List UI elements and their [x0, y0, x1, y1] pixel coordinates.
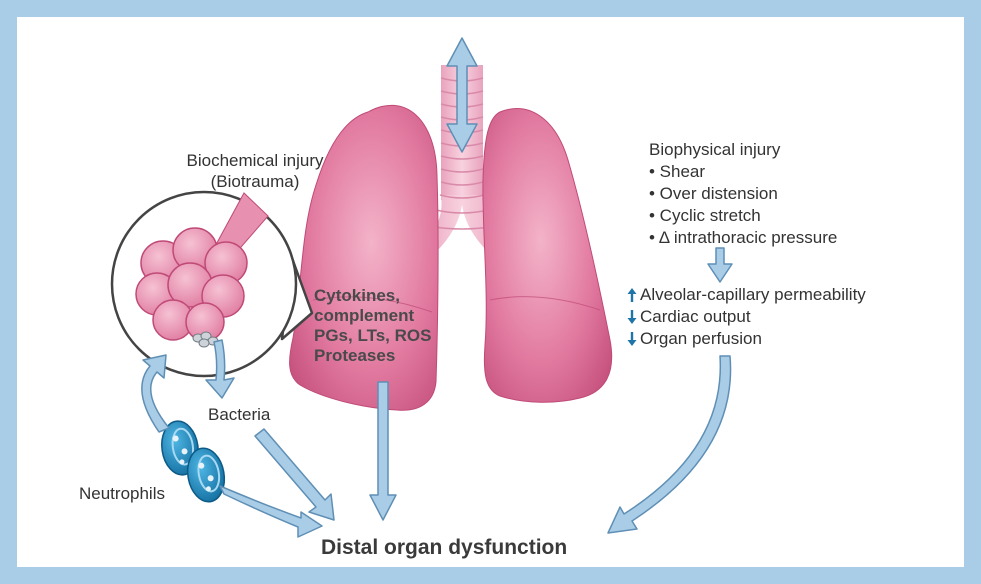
- biophysical-item-cyclic-stretch: • Cyclic stretch: [649, 205, 837, 227]
- up-arrow-icon: [627, 287, 637, 303]
- right-lung: [483, 109, 612, 403]
- effect-organ-perfusion-text: Organ perfusion: [640, 328, 762, 350]
- down-arrow-icon: [627, 331, 637, 347]
- mediator-proteases: Proteases: [314, 346, 431, 366]
- neutrophil-cells: [158, 419, 228, 505]
- biophysical-item-intrathoracic-pressure: • Δ intrathoracic pressure: [649, 227, 837, 249]
- biochemical-injury-label: Biochemical injury (Biotrauma): [167, 150, 343, 192]
- biophysical-down-arrow: [708, 248, 732, 282]
- distal-organ-dysfunction-label: Distal organ dysfunction: [321, 535, 567, 561]
- biophysical-injury-title: Biophysical injury: [649, 139, 837, 161]
- down-arrow-icon: [627, 309, 637, 325]
- biochemical-injury-line2: (Biotrauma): [167, 171, 343, 192]
- neutrophils-recruit-arrow: [142, 355, 169, 432]
- systemic-effects-list: Alveolar-capillary permeability Cardiac …: [627, 284, 866, 350]
- mediator-complement: complement: [314, 306, 431, 326]
- biophysical-to-outcome-arrow: [608, 356, 731, 533]
- bacteria-label: Bacteria: [208, 404, 270, 425]
- mediator-pgs-lts-ros: PGs, LTs, ROS: [314, 326, 431, 346]
- neutrophils-label: Neutrophils: [79, 483, 165, 504]
- mediators-label: Cytokines, complement PGs, LTs, ROS Prot…: [314, 286, 431, 366]
- biochemical-injury-line1: Biochemical injury: [167, 150, 343, 171]
- alveolus-magnified: [112, 192, 296, 376]
- mediator-cytokines: Cytokines,: [314, 286, 431, 306]
- effect-organ-perfusion: Organ perfusion: [627, 328, 866, 350]
- effect-cardiac-output: Cardiac output: [627, 306, 866, 328]
- effect-cardiac-output-text: Cardiac output: [640, 306, 751, 328]
- effect-permeability-text: Alveolar-capillary permeability: [640, 284, 866, 306]
- biophysical-injury-list: • Shear • Over distension • Cyclic stret…: [649, 161, 837, 249]
- biophysical-item-over-distension: • Over distension: [649, 183, 837, 205]
- biophysical-injury-block: Biophysical injury • Shear • Over disten…: [649, 139, 837, 249]
- biophysical-item-shear: • Shear: [649, 161, 837, 183]
- effect-permeability: Alveolar-capillary permeability: [627, 284, 866, 306]
